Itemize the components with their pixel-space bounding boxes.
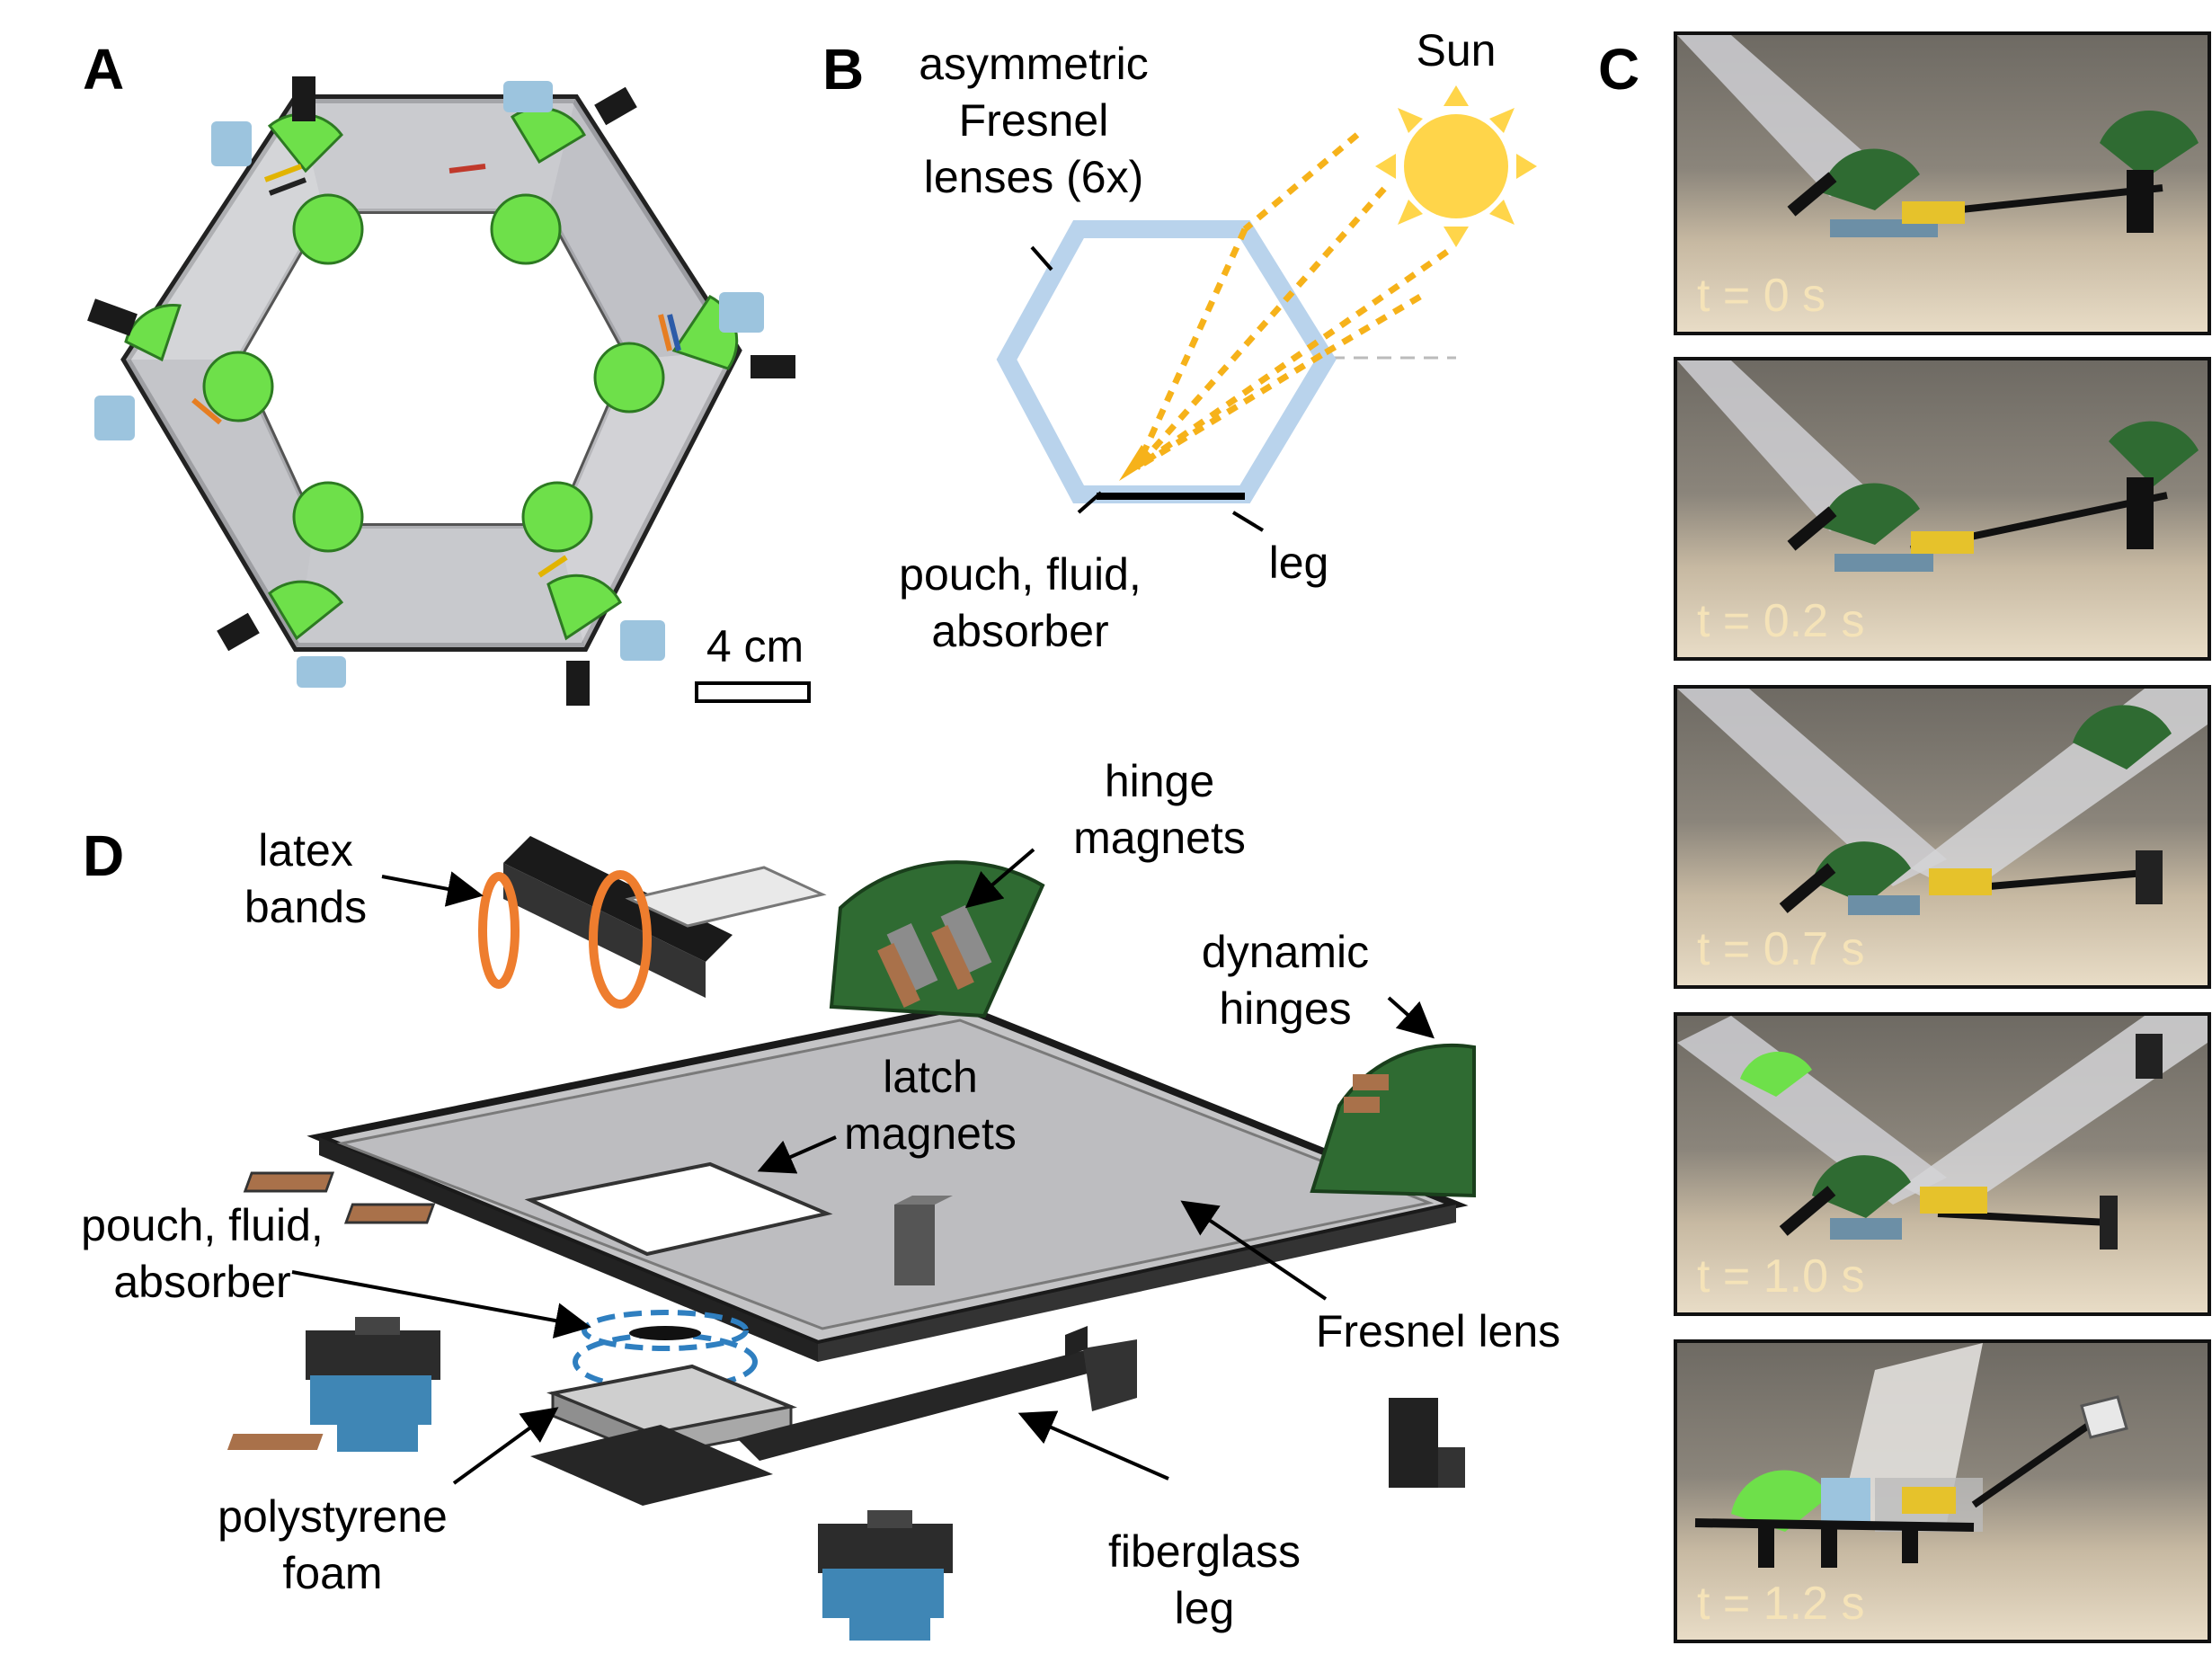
pouch-label-b-line1: pouch, fluid, (899, 549, 1142, 600)
lens-label-line2: Fresnel (958, 95, 1109, 146)
latex-bands-line1: latex (258, 825, 353, 876)
leg-label: leg (1268, 538, 1329, 588)
scale-bar (695, 681, 811, 703)
pouch-label-d-line1: pouch, fluid, (81, 1200, 324, 1250)
latex-bands-line2: bands (244, 882, 368, 932)
video-frame-1: t = 0 s (1674, 31, 2211, 335)
pouch-label-d-line2: absorber (113, 1257, 291, 1307)
lens-label-line3: lenses (6x) (923, 152, 1144, 202)
panel-label-a: A (83, 37, 125, 102)
hinge-right (1310, 1043, 1476, 1198)
foot-bottom (818, 1510, 953, 1641)
panel-label-d: D (83, 823, 125, 888)
video-frame-4: t = 1.0 s (1674, 1012, 2211, 1316)
pouch-label-b-line2: absorber (931, 606, 1109, 656)
latex-band-2 (589, 870, 652, 1009)
time-label-1: t = 0 s (1697, 270, 1826, 322)
latch-magnets-line1: latch (883, 1052, 978, 1102)
time-label-2: t = 0.2 s (1697, 595, 1865, 647)
leg-bar (1097, 493, 1245, 500)
time-label-4: t = 1.0 s (1697, 1250, 1865, 1303)
video-frame-2: t = 0.2 s (1674, 357, 2211, 661)
lens-label-line1: asymmetric (919, 39, 1149, 89)
hinge-magnets-line1: hinge (1104, 756, 1215, 806)
dynamic-hinges-line1: dynamic (1201, 927, 1370, 977)
hinge-magnets-line2: magnets (1073, 813, 1246, 863)
latex-band-1 (478, 872, 520, 989)
sun-label: Sun (1416, 25, 1497, 76)
dynamic-hinges-line2: hinges (1219, 983, 1352, 1034)
polystyrene-foam-line2: foam (282, 1548, 383, 1598)
fiberglass-leg-line1: fiberglass (1108, 1526, 1301, 1577)
time-label-5: t = 1.2 s (1697, 1578, 1865, 1630)
video-frame-3: t = 0.7 s (1674, 685, 2211, 989)
panel-label-b: B (822, 37, 865, 102)
panel-label-c: C (1598, 37, 1640, 102)
fiberglass-leg-line2: leg (1174, 1583, 1235, 1633)
sun-icon (1375, 85, 1537, 247)
scale-bar-label: 4 cm (706, 621, 804, 671)
polystyrene-foam-line1: polystyrene (218, 1491, 448, 1542)
foot-top-left (306, 1317, 440, 1452)
time-label-3: t = 0.7 s (1697, 923, 1865, 975)
latch-magnets-line2: magnets (844, 1108, 1017, 1159)
fresnel-lens-label: Fresnel lens (1315, 1306, 1561, 1356)
video-frame-5: t = 1.2 s (1674, 1339, 2211, 1643)
